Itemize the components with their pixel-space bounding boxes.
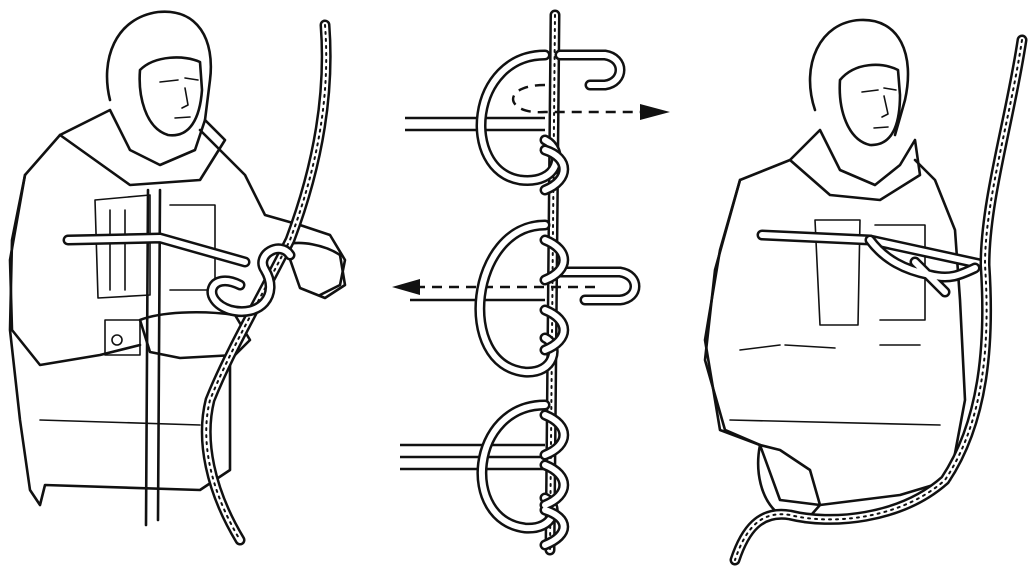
right-face <box>840 65 900 145</box>
right-figure-person <box>705 20 1022 560</box>
knot-step-1 <box>405 55 670 190</box>
step-3-rope-tails <box>400 445 545 469</box>
step-1-arrow-right <box>640 104 670 120</box>
right-face-mouth <box>874 127 888 128</box>
step-1-dashed-loop <box>513 85 640 112</box>
left-face-nose <box>182 88 188 108</box>
left-face-brow <box>160 78 198 82</box>
right-head-hood <box>810 20 908 135</box>
right-face-brow <box>862 88 896 92</box>
left-figure-person <box>10 12 345 540</box>
left-chest-pocket <box>95 195 150 298</box>
left-face-mouth <box>175 117 190 118</box>
step-1-rope-tails <box>405 118 545 130</box>
right-jacket-left-sleeve <box>705 180 760 445</box>
step-2-arrow-left <box>392 279 420 295</box>
left-head-hood <box>107 12 211 120</box>
knot-step-2 <box>392 225 635 372</box>
knot-step-3 <box>400 405 564 545</box>
left-collar <box>60 110 225 185</box>
right-jacket-outline <box>705 160 965 505</box>
left-face <box>140 57 202 135</box>
right-rope-main <box>735 40 1022 560</box>
right-collar <box>790 130 920 200</box>
right-face-nose <box>882 96 888 117</box>
center-knot-steps <box>392 15 670 550</box>
